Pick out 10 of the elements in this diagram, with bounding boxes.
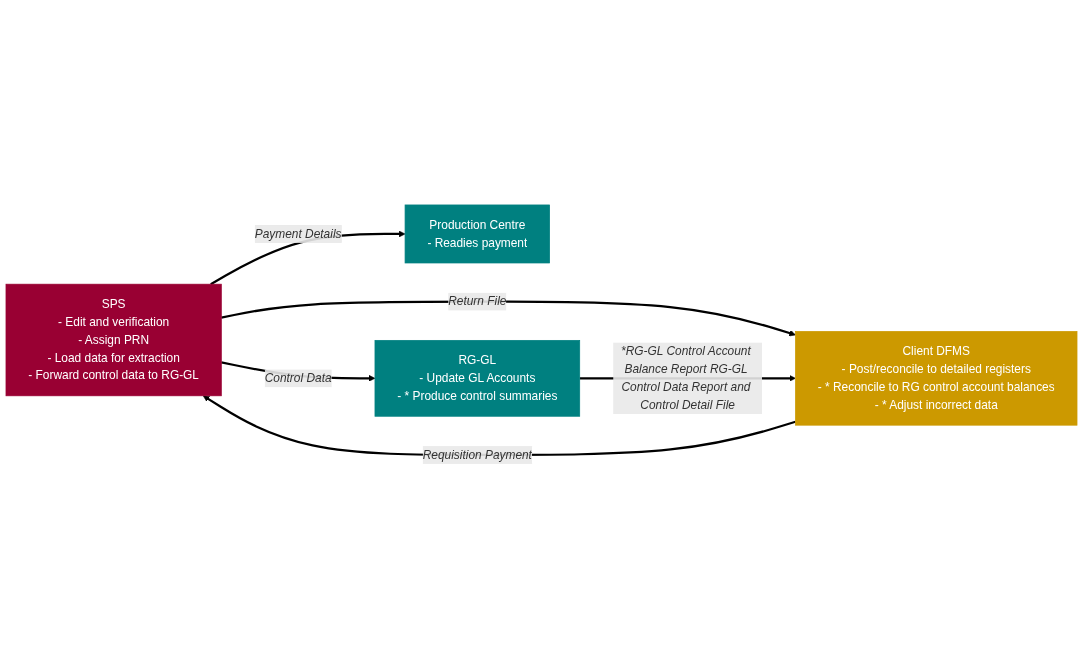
edge-label: Payment Details [254, 226, 342, 240]
edge-label: Return File [448, 294, 507, 308]
edge-label: Requisition Payment [422, 447, 532, 461]
node-box: SPS - Edit and verification - Assign PRN - Load data for extraction - Forward control data to RG-GL [5, 283, 222, 396]
edge-label: *RG-GL Control Account Balance Report RG-GL Control Data Report and Control Detail File [621, 344, 751, 411]
node-box: RG-GL - Update GL Accounts - * Produce control summaries [374, 339, 581, 417]
edge-label: Control Data [264, 371, 332, 384]
arrow [221, 300, 796, 336]
node-box: Production Centre - Readies payment [404, 204, 550, 263]
node-box: Client DFMS - Post/reconcile to detailed registers - * Reconcile to RG control account balances - * Adjust incorrect data [795, 330, 1078, 426]
